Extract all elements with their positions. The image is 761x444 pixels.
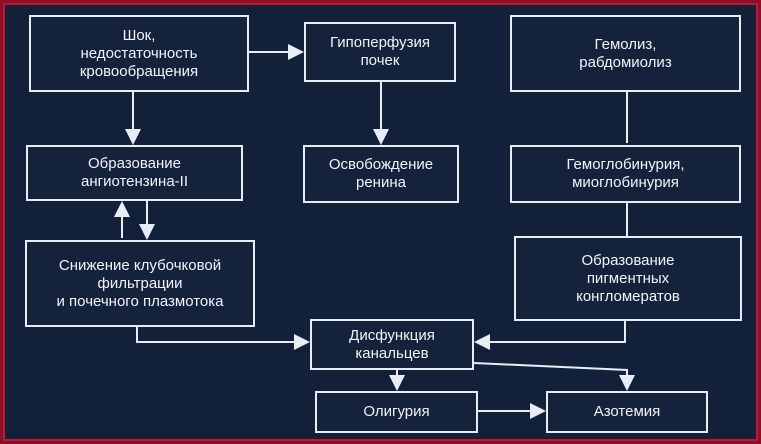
edge-filtration-to-dysfunction — [136, 327, 310, 350]
edge-pigment-to-dysfunction — [474, 321, 626, 350]
node-filtration: Снижение клубочковой фильтрации и почечн… — [25, 240, 255, 327]
node-hemolysis: Гемолиз, рабдомиолиз — [510, 15, 741, 92]
node-filtration-label: Снижение клубочковой фильтрации и почечн… — [56, 256, 224, 310]
node-shock: Шок, недостаточность кровообращения — [29, 15, 249, 92]
node-pigment-label: Образование пигментных конгломератов — [576, 251, 680, 305]
node-hemolysis-label: Гемолиз, рабдомиолиз — [579, 35, 672, 71]
node-renin-label: Освобождение ренина — [328, 156, 434, 191]
diagram-canvas: Шок, недостаточность кровообращения Гипо… — [3, 3, 758, 441]
node-hypoperfusion-label: Гипоперфузия почек — [330, 34, 430, 69]
node-pigment: Образование пигментных конгломератов — [514, 236, 742, 321]
node-hemoglobinuria-label: Гемоглобинурия, миоглобинурия — [566, 156, 685, 191]
node-hypoperfusion: Гипоперфузия почек — [304, 22, 456, 82]
node-angiotensin: Образование ангиотензина-II — [26, 145, 243, 201]
node-shock-label: Шок, недостаточность кровообращения — [79, 26, 199, 80]
node-renin: Освобождение ренина — [303, 145, 459, 203]
node-oliguria: Олигурия — [315, 391, 478, 433]
edge-dysfunction-to-azotemia — [473, 362, 635, 391]
node-azotemia-label: Азотемия — [593, 403, 661, 420]
node-dysfunction-label: Дисфункция канальцев — [349, 326, 435, 362]
connector-lines — [114, 44, 635, 419]
node-hemoglobinuria: Гемоглобинурия, миоглобинурия — [510, 145, 741, 203]
node-angiotensin-label: Образование ангиотензина-II — [80, 155, 189, 190]
node-azotemia: Азотемия — [546, 391, 708, 433]
node-dysfunction: Дисфункция канальцев — [310, 319, 474, 370]
node-oliguria-label: Олигурия — [363, 403, 430, 420]
